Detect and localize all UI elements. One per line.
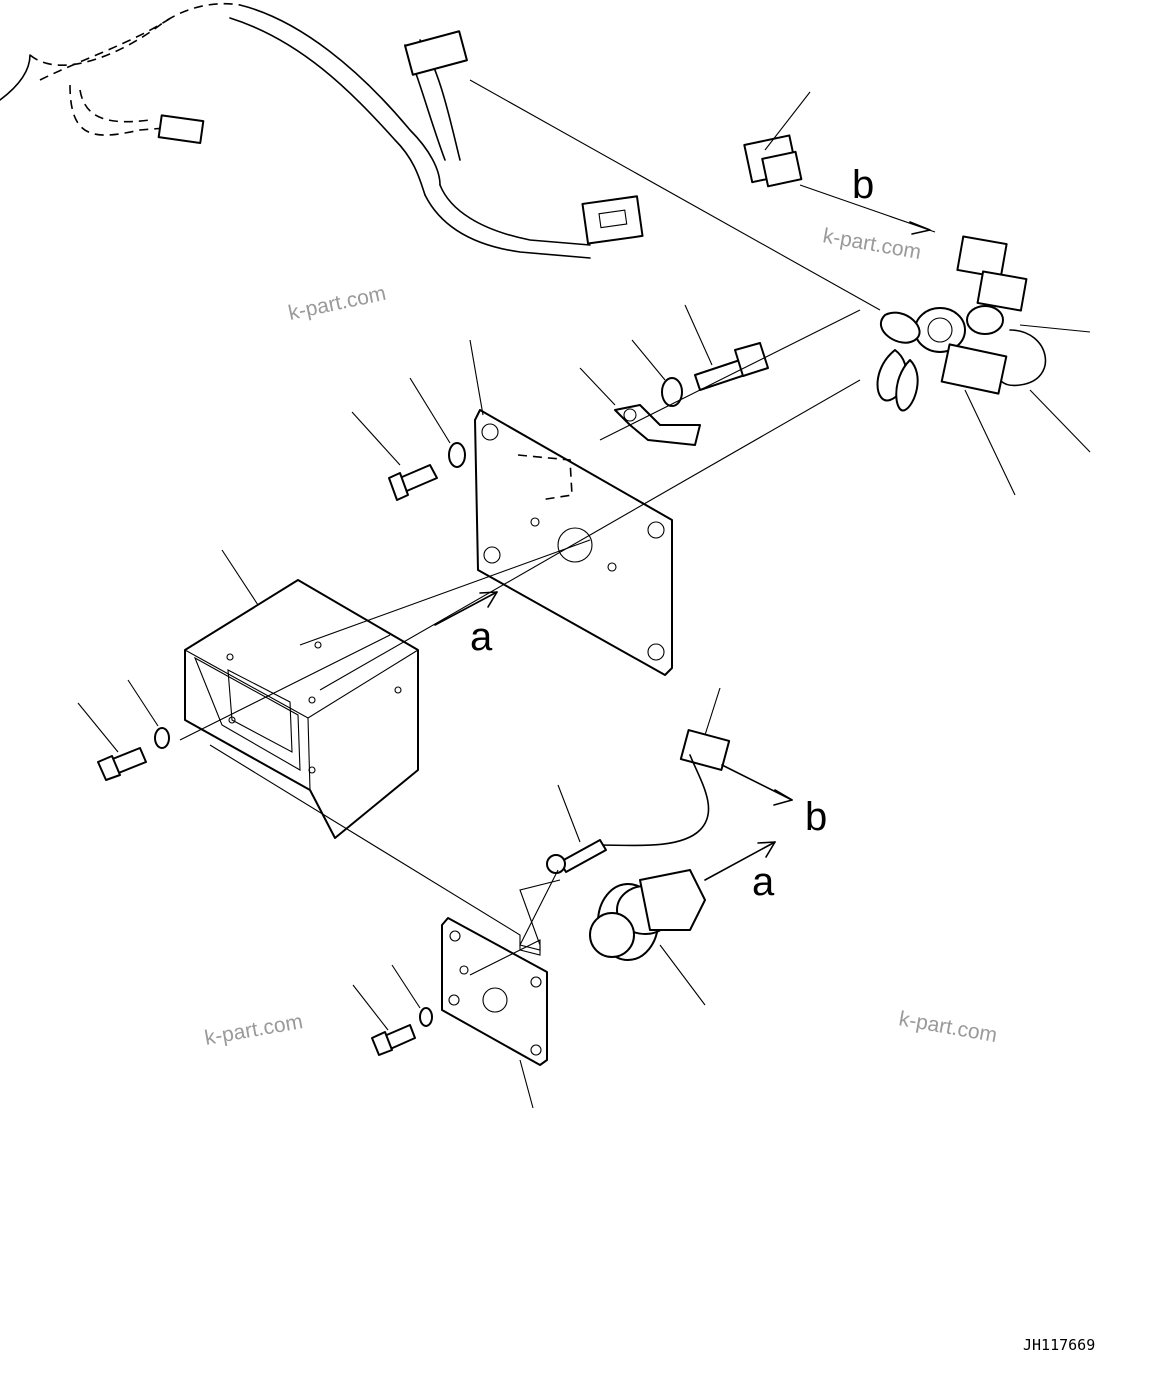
plate-bolt-left	[351, 377, 466, 501]
switch-cover	[179, 379, 861, 839]
lower-plate	[209, 744, 561, 1109]
watermark-text: k-part.com	[203, 1010, 305, 1050]
bracket-and-bolt	[579, 304, 861, 446]
callout-a-center: a	[470, 615, 493, 659]
mounting-plate	[469, 339, 673, 676]
callout-b-lower: b	[805, 795, 827, 839]
callout-a-lower: a	[752, 860, 775, 904]
cover-bolt-left	[77, 679, 170, 781]
push-switch-assembly	[546, 687, 793, 1006]
arrow-a-center	[434, 591, 498, 626]
wire-harness	[0, 2, 644, 259]
watermark-text: k-part.com	[286, 282, 388, 325]
key-switch-assembly	[743, 91, 1091, 496]
watermark-text: k-part.com	[821, 224, 923, 264]
callout-b-upper: b	[852, 163, 874, 207]
drawing-code: JH117669	[1023, 1336, 1095, 1354]
watermark-text: k-part.com	[897, 1007, 999, 1047]
lower-plate-bolt	[352, 964, 433, 1056]
